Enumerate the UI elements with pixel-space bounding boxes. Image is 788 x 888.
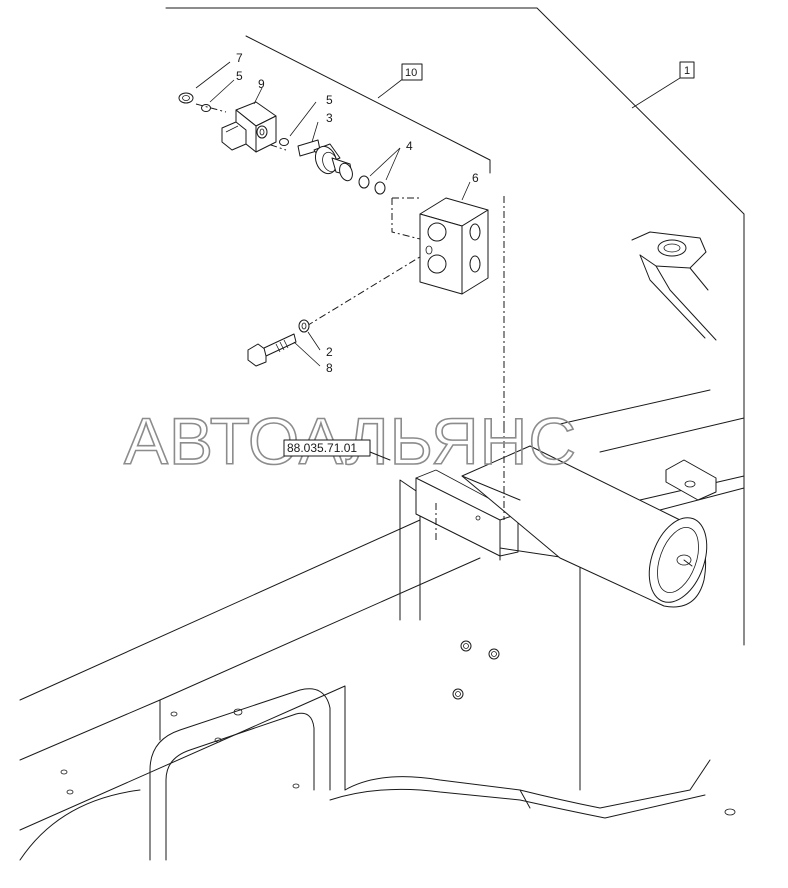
reference-label[interactable]: 88.035.71.01 (283, 439, 391, 461)
part-5-o-ring-upper (201, 104, 211, 112)
part-3-cartridge-valve (297, 139, 353, 182)
part-6-manifold-block (419, 197, 489, 295)
callout-10-box (401, 63, 423, 81)
part-8-bolt (247, 333, 297, 367)
part-2-washer (298, 319, 310, 333)
group-1-bracket-line (165, 7, 745, 646)
callout-8: 8 (326, 361, 333, 375)
part-5-o-ring-lower (279, 138, 289, 146)
callout-leaders (195, 61, 471, 367)
machine-frame (19, 231, 745, 861)
group-10-bracket-line (245, 35, 491, 174)
callout-1: 1 (684, 65, 690, 77)
part-4-o-rings (358, 175, 386, 195)
callout-2: 2 (326, 345, 333, 359)
part-9-solenoid-coil (221, 101, 277, 153)
callout-6: 6 (472, 171, 479, 185)
part-7-nut (178, 92, 194, 104)
callout-5-upper: 5 (236, 69, 243, 83)
callout-9: 9 (258, 77, 265, 91)
callout-7: 7 (236, 51, 243, 65)
callout-10: 10 (405, 67, 417, 79)
callout-3: 3 (326, 111, 333, 125)
reference-label-text[interactable]: 88.035.71.01 (287, 441, 357, 455)
callout-4: 4 (406, 139, 413, 153)
callout-5-lower: 5 (326, 93, 333, 107)
callout-1-box (679, 61, 695, 79)
callout-labels: 7 5 9 5 3 4 6 2 8 10 1 (236, 51, 695, 375)
reference-label-box[interactable] (283, 439, 371, 457)
